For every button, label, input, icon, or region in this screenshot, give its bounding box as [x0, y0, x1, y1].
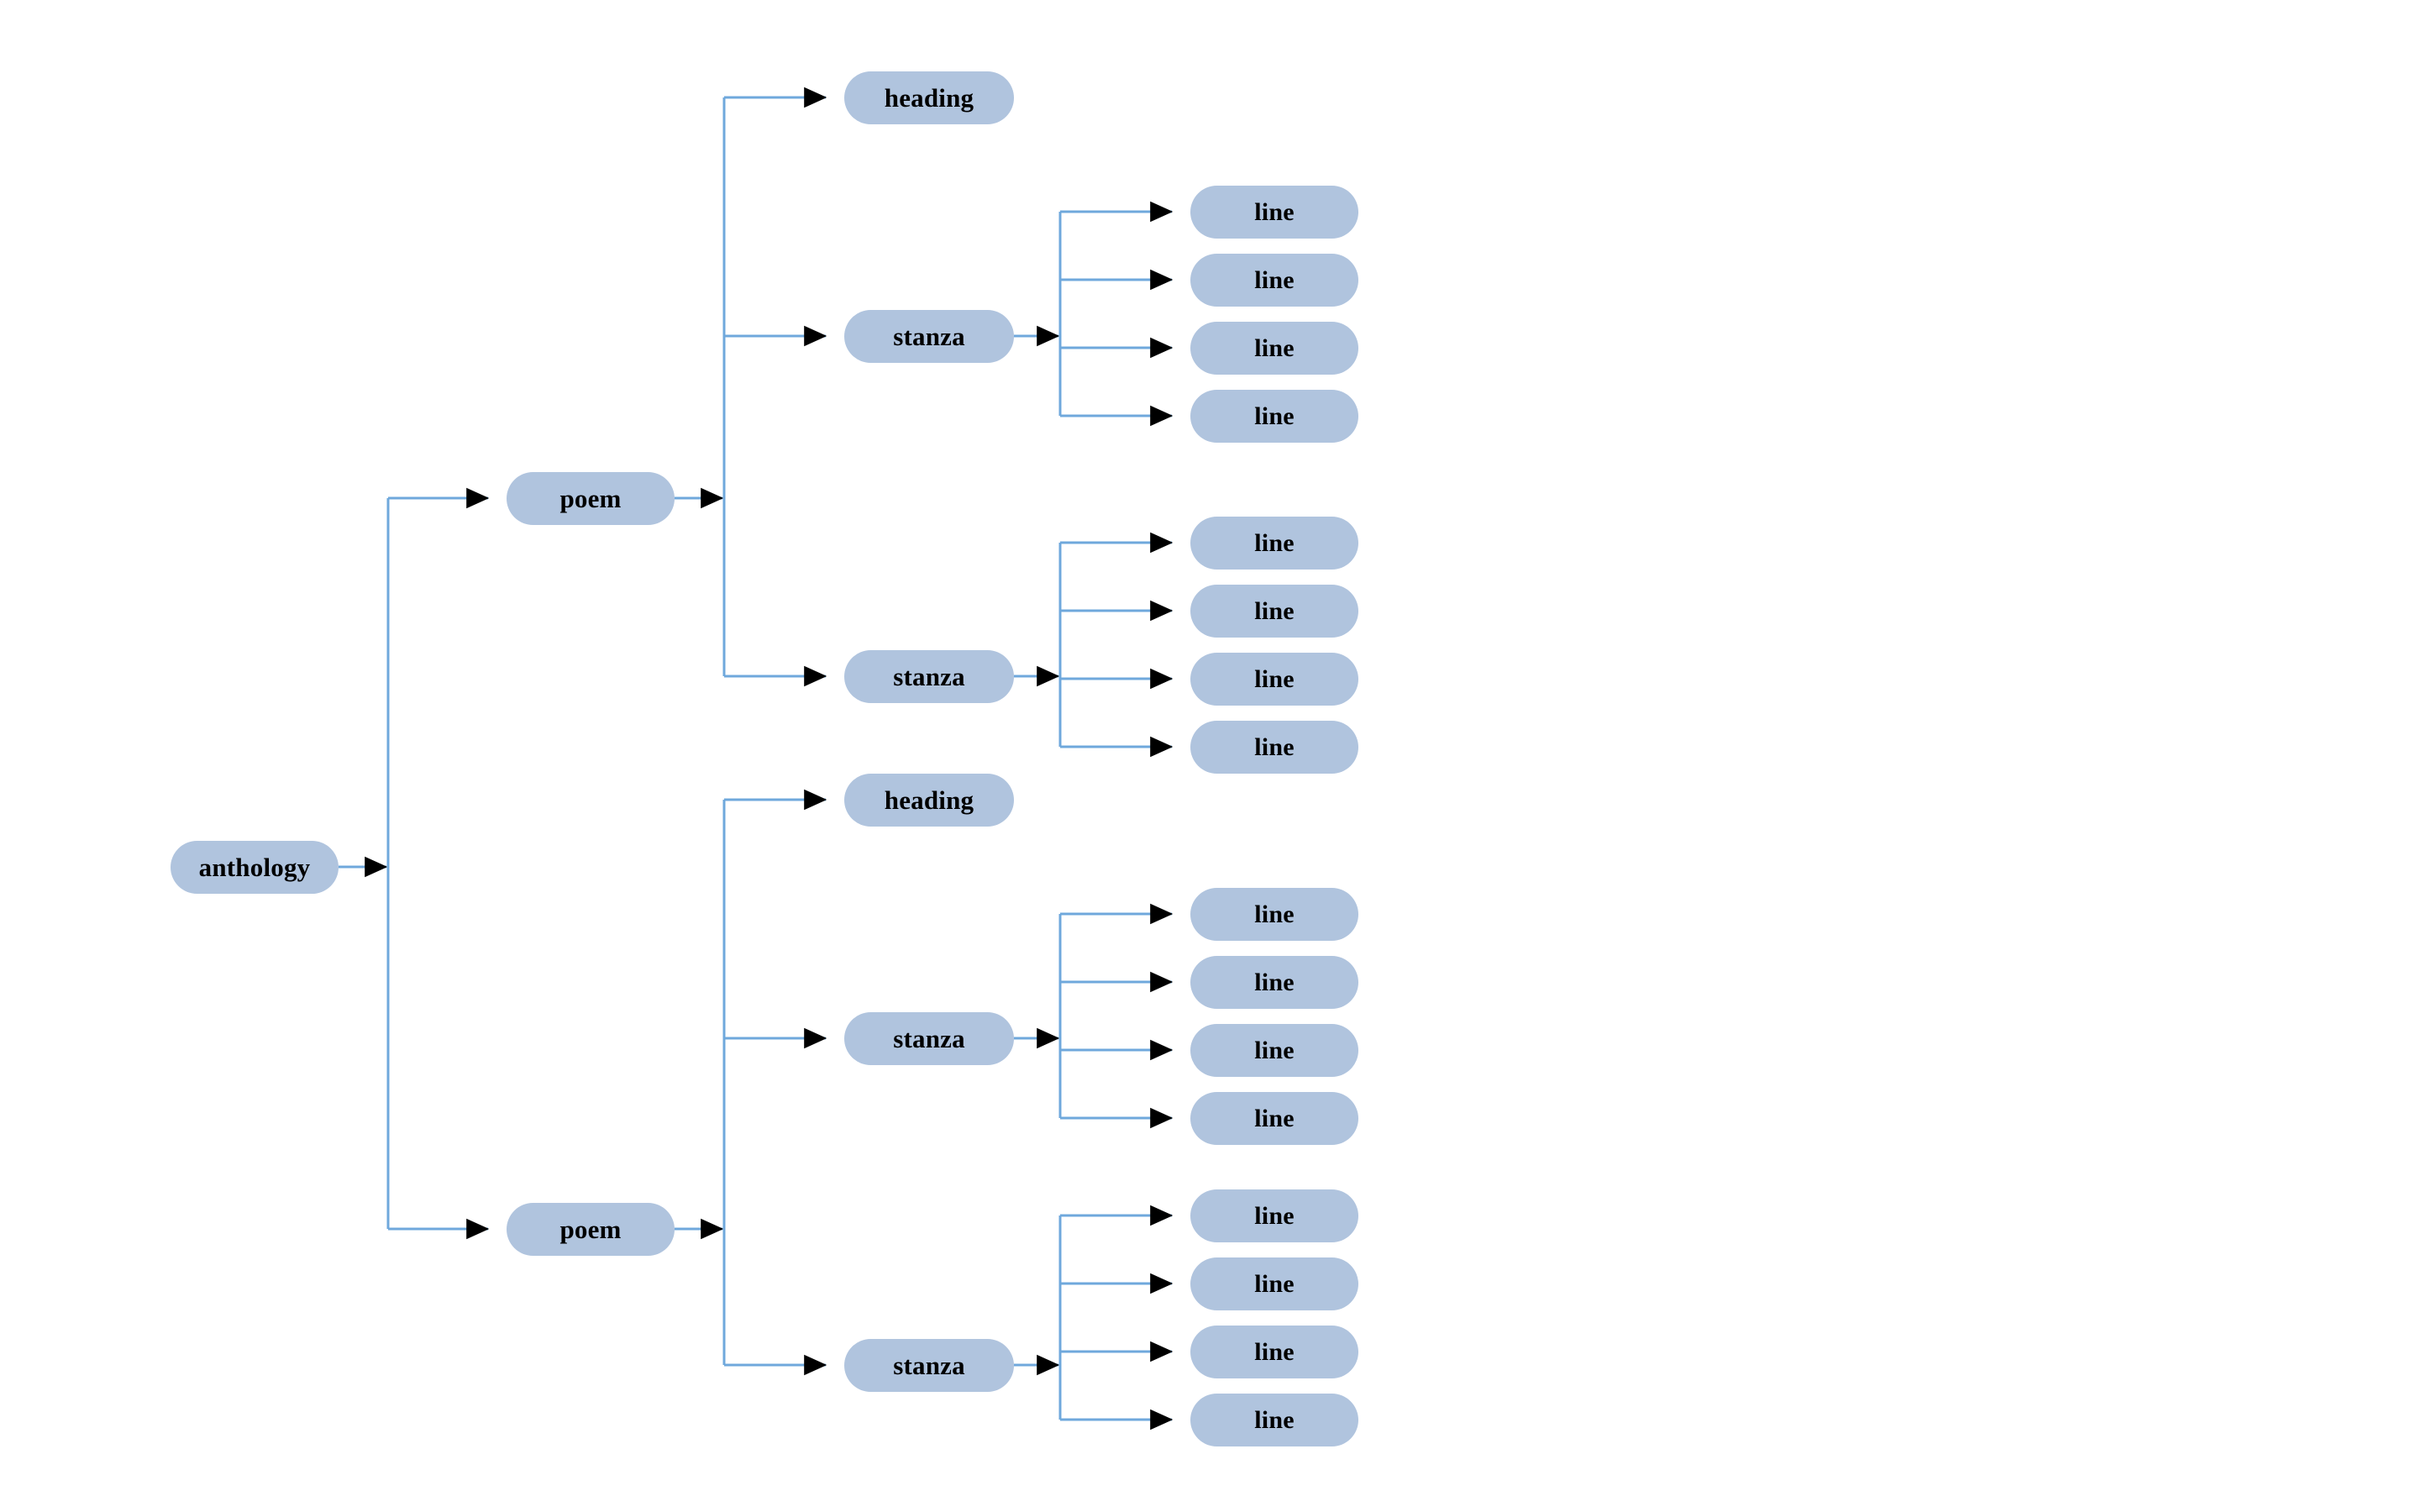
node-p2-stanza1[interactable]: stanza [844, 1012, 1014, 1065]
connector-paths [339, 87, 1174, 1431]
node-p2-s2-l3[interactable]: line [1190, 1326, 1358, 1378]
node-label: heading [884, 82, 974, 113]
node-label: line [1254, 1036, 1295, 1064]
node-p1-s2-l4[interactable]: line [1190, 721, 1358, 774]
node-label: line [1254, 732, 1295, 761]
node-label: line [1254, 402, 1295, 430]
node-p2-heading[interactable]: heading [844, 774, 1014, 827]
node-label: line [1254, 333, 1295, 362]
node-label: stanza [893, 1023, 965, 1053]
node-label: stanza [893, 661, 965, 691]
node-p1-s1-l3[interactable]: line [1190, 322, 1358, 375]
node-label: line [1254, 1201, 1295, 1230]
node-label: line [1254, 197, 1295, 226]
node-label: line [1254, 265, 1295, 294]
node-p2-s2-l4[interactable]: line [1190, 1394, 1358, 1446]
node-poem2[interactable]: poem [507, 1203, 675, 1256]
node-label: poem [559, 1214, 622, 1244]
node-anthology[interactable]: anthology [171, 841, 339, 894]
node-p1-s2-l1[interactable]: line [1190, 517, 1358, 570]
node-p1-s2-l3[interactable]: line [1190, 653, 1358, 706]
node-label: poem [559, 483, 622, 513]
node-label: line [1254, 1337, 1295, 1366]
node-label: anthology [198, 852, 311, 882]
node-label: line [1254, 528, 1295, 557]
node-p1-stanza2[interactable]: stanza [844, 650, 1014, 703]
node-label: heading [884, 785, 974, 815]
node-label: line [1254, 900, 1295, 928]
node-label: line [1254, 1405, 1295, 1434]
node-p2-stanza2[interactable]: stanza [844, 1339, 1014, 1392]
node-p1-stanza1[interactable]: stanza [844, 310, 1014, 363]
node-poem1[interactable]: poem [507, 472, 675, 525]
node-p1-s1-l1[interactable]: line [1190, 186, 1358, 239]
node-p2-s1-l1[interactable]: line [1190, 888, 1358, 941]
node-label: stanza [893, 321, 965, 351]
node-p1-s1-l2[interactable]: line [1190, 254, 1358, 307]
node-label: line [1254, 596, 1295, 625]
node-p2-s2-l1[interactable]: line [1190, 1189, 1358, 1242]
node-p2-s2-l2[interactable]: line [1190, 1257, 1358, 1310]
node-label: line [1254, 968, 1295, 996]
node-label: line [1254, 664, 1295, 693]
node-p1-s1-l4[interactable]: line [1190, 390, 1358, 443]
node-label: line [1254, 1269, 1295, 1298]
node-p1-heading[interactable]: heading [844, 71, 1014, 124]
node-label: line [1254, 1104, 1295, 1132]
node-p2-s1-l2[interactable]: line [1190, 956, 1358, 1009]
node-p2-s1-l3[interactable]: line [1190, 1024, 1358, 1077]
node-label: stanza [893, 1350, 965, 1380]
node-p2-s1-l4[interactable]: line [1190, 1092, 1358, 1145]
node-p1-s2-l2[interactable]: line [1190, 585, 1358, 638]
